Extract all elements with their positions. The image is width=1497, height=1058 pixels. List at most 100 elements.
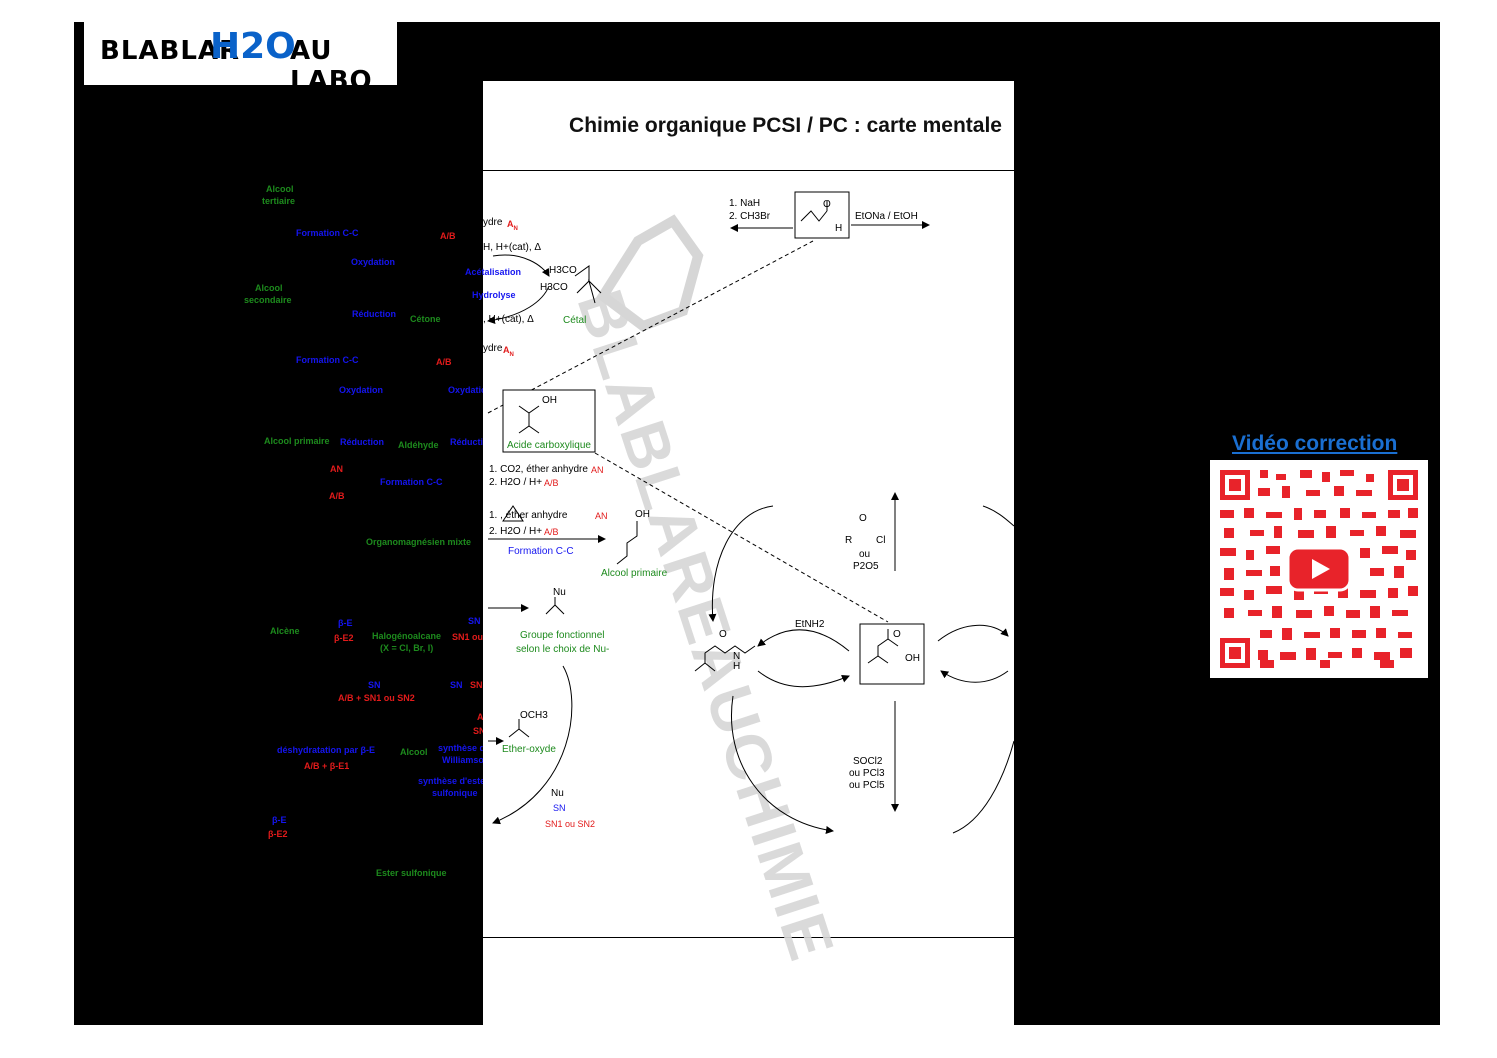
label-reduction-3: Réduction [450, 437, 494, 447]
label-reduction-2: Réduction [340, 437, 384, 447]
arc-bottom-right [952, 740, 1014, 834]
label-synthese-ester-1: synthèse d'ester [418, 776, 489, 786]
text-oh-acide-central: OH [905, 653, 920, 664]
label-ab-3: A/B [329, 491, 345, 501]
loop-arrow-left [492, 665, 573, 825]
text-h-amide: H [733, 661, 741, 672]
label-beta-e-1: β-E [338, 618, 353, 628]
text-ou: ou [859, 549, 871, 560]
label-halogenes: (X = Cl, Br, I) [380, 643, 434, 653]
aldehyde-box [794, 191, 850, 239]
arc-bottom-left [731, 695, 834, 834]
arrow-amide-back [757, 670, 850, 688]
label-acetalisation: Acétalisation [465, 267, 522, 277]
text-o-acyl: O [859, 513, 867, 524]
label-formation-cc-3: Formation C-C [380, 477, 443, 487]
text-h3co-2: H3CO [540, 282, 568, 293]
text-h2o-1: 2. H2O / H+ [489, 477, 543, 488]
text-epox: 1. , éther anhydre [489, 510, 568, 521]
text-n-amide: N [733, 651, 741, 662]
cetal-structure [574, 265, 602, 304]
text-etnh2: EtNH2 [795, 619, 825, 630]
text-ether: Ether-oxyde [502, 744, 556, 755]
text-acide-carboxylique: Acide carboxylique [507, 440, 591, 451]
label-hydrolyse: Hydrolyse [472, 290, 516, 300]
label-ester-sulfonique: Ester sulfonique [376, 868, 447, 878]
label-alcool: Alcool [400, 747, 428, 757]
label-alcool-secondaire-2: secondaire [244, 295, 292, 305]
label-organomagnesien: Organomagnésien mixte [366, 537, 472, 547]
text-nu2: Nu [551, 788, 564, 799]
label-cetone: Cétone [410, 314, 441, 324]
text-r: R [845, 535, 853, 546]
text-cetal: Cétal [563, 315, 587, 326]
label-beta-e-2: β-E [272, 815, 287, 825]
label-synthese-williamson-2: Williamson [442, 755, 490, 765]
logo-text-right: AU LABO [290, 36, 373, 96]
label-formation-cc-1: Formation C-C [296, 228, 359, 238]
ether-structure [508, 719, 530, 738]
text-ab-2: A/B [544, 527, 559, 537]
text-an-top-2: AN [503, 345, 514, 358]
label-ab-1: A/B [440, 231, 456, 241]
text-h-cat-1: H, H+(cat), Δ [483, 242, 542, 253]
label-aldehyde: Aldéhyde [398, 440, 439, 450]
label-alcool-secondaire-1: Alcool [255, 283, 283, 293]
title-divider [483, 170, 1014, 171]
acide-structure [518, 405, 540, 434]
label-alcool-primaire: Alcool primaire [264, 436, 330, 446]
aldehyde-structure [800, 210, 828, 222]
label-beta-e2-2: β-E2 [268, 829, 288, 839]
label-ab-2: A/B [436, 357, 452, 367]
text-an-top-1: AN [507, 219, 518, 232]
text-oh-primaire: OH [635, 509, 650, 520]
arc-top-right [982, 505, 1014, 527]
text-nah: 1. NaH [729, 198, 761, 209]
reaction-diagram [487, 191, 1014, 834]
logo-text-left: BLABLAR [100, 36, 241, 66]
hydrolyse-arrow [487, 285, 550, 324]
text-nu: Nu [553, 587, 566, 598]
label-synthese-williamson-1: synthèse de [438, 743, 491, 753]
arc-top-left [708, 505, 774, 622]
text-o-amide: O [719, 629, 727, 640]
video-correction-link[interactable]: Vidéo correction [1232, 432, 1398, 455]
text-anhydre-1: ydre [483, 217, 503, 228]
label-deshydratation: déshydratation par β-E [277, 745, 376, 755]
qr-code[interactable] [1210, 460, 1428, 678]
arrow-etnh2 [757, 629, 850, 652]
dashed-line-1 [487, 240, 814, 414]
amide-structure [694, 645, 756, 672]
text-h2o-2: 2. H2O / H+ [489, 526, 543, 537]
label-halogenoalcane: Halogénoalcane [372, 631, 442, 641]
text-selon: selon le choix de Nu- [516, 644, 610, 655]
arc-right-bottom [940, 670, 1009, 683]
label-ab-sn12: A/B + SN1 ou SN2 [338, 693, 415, 703]
label-synthese-ester-2: sulfonique [432, 788, 478, 798]
logo-text-h2o: H2O [210, 26, 296, 67]
mind-map-sheet: Chimie organique PCSI / PC : carte menta… [483, 81, 1014, 1025]
text-groupe: Groupe fonctionnel [520, 630, 605, 641]
text-pcl3: ou PCl3 [849, 768, 885, 779]
qr-code-graphic [1218, 468, 1420, 670]
acetal-arrow [492, 254, 550, 277]
left-black-panel [74, 22, 483, 1025]
text-alcool-primaire: Alcool primaire [601, 568, 668, 579]
acide-central-structure [867, 638, 899, 664]
label-ab-beta-e1: A/B + β-E1 [304, 761, 350, 771]
text-h-cat-2: , H+(cat), Δ [483, 314, 534, 325]
label-oxydation-1: Oxydation [351, 257, 396, 267]
text-pcl5: ou PCl5 [849, 780, 885, 791]
page-title: Chimie organique PCSI / PC : carte menta… [569, 114, 1002, 137]
label-sn2-1: SN2 [473, 726, 491, 736]
dashed-line-2 [594, 452, 889, 623]
text-anhydre-2: ydre [483, 343, 503, 354]
label-alcool-tertiaire-1: Alcool [266, 184, 294, 194]
text-cl: Cl [876, 535, 886, 546]
label-oxydation-3: Oxydation [448, 385, 493, 395]
site-logo[interactable]: BLABLAR H2O AU LABO [84, 22, 397, 96]
epoxide [502, 505, 524, 522]
text-oald: O [823, 199, 831, 210]
text-p2o5: P2O5 [853, 561, 879, 572]
text-an-2: AN [595, 511, 608, 521]
